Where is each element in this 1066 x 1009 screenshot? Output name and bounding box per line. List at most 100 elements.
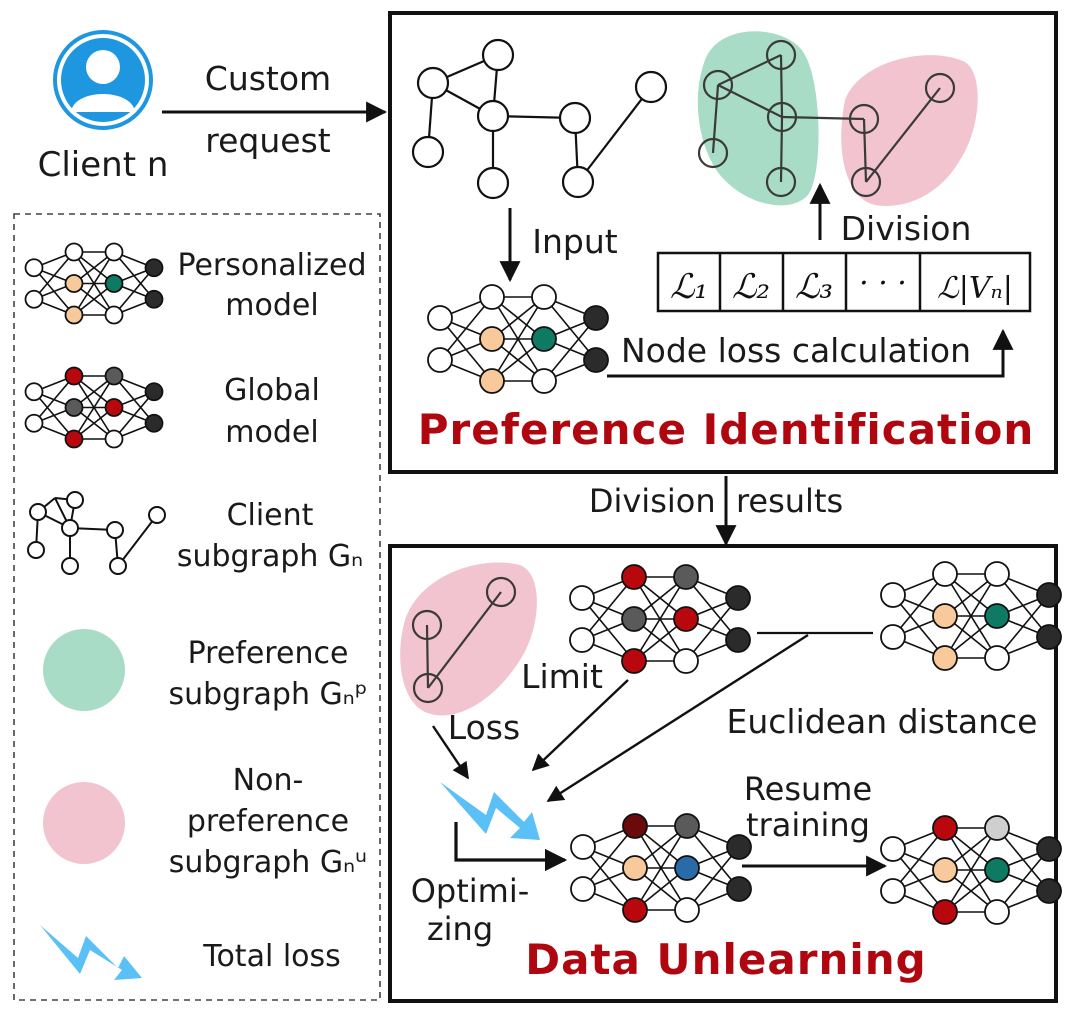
custom-request-label-2: request — [205, 121, 331, 160]
network-node — [583, 305, 609, 331]
node-loss-arrow — [607, 328, 1014, 378]
network-node — [932, 603, 958, 629]
network-node — [569, 585, 595, 611]
legend-personalized-line2: model — [225, 288, 318, 323]
network-node — [622, 897, 648, 923]
network-node — [104, 242, 124, 262]
network-node — [24, 382, 44, 402]
network-node — [1036, 582, 1062, 608]
personalized-model-network — [427, 284, 609, 394]
optimizing-label-1: Optimi- — [411, 872, 530, 910]
network-node — [984, 603, 1010, 629]
legend-preference-line2: subgraph Gₙᵖ — [168, 677, 367, 712]
network-node — [531, 368, 557, 394]
legend-client-line1: Client — [227, 498, 314, 533]
unlearn-global-model-network — [569, 564, 751, 674]
network-node — [144, 413, 164, 433]
network-node — [621, 648, 647, 674]
preference-identification-title: Preference Identification — [418, 405, 1035, 454]
network-node — [880, 878, 906, 904]
legend-global-line2: model — [225, 415, 318, 450]
network-node — [531, 326, 557, 352]
network-node — [570, 834, 596, 860]
network-node — [64, 398, 84, 417]
network-node — [725, 585, 751, 611]
data-unlearning-panel — [388, 544, 1058, 1003]
network-node — [64, 366, 84, 386]
network-node — [932, 645, 958, 671]
network-node — [932, 561, 958, 587]
legend-nonpref-line1: Non- — [233, 763, 304, 798]
preference-identification-panel — [388, 11, 1058, 474]
loss-cell-2: ℒ₂ — [732, 267, 770, 307]
network-node — [932, 899, 958, 925]
loss-label: Loss — [448, 708, 520, 747]
network-node — [479, 326, 505, 352]
resume-label-1: Resume — [744, 770, 872, 808]
data-unlearning-title: Data Unlearning — [525, 935, 926, 984]
network-node — [531, 284, 557, 310]
loss-arrow — [432, 725, 469, 780]
non-preference-subgraph-region — [841, 55, 978, 206]
network-node — [984, 561, 1010, 587]
input-label: Input — [532, 222, 618, 261]
network-node — [479, 284, 505, 310]
network-node — [984, 645, 1010, 671]
node-loss-label: Node loss calculation — [621, 331, 971, 370]
client-label: Client n — [38, 145, 169, 185]
network-node — [1036, 836, 1062, 862]
unlearn-nonpref-region — [400, 562, 537, 716]
network-node — [583, 347, 609, 373]
legend-nonpref-line3: subgraph Gₙᵘ — [169, 845, 367, 880]
network-node — [673, 606, 699, 632]
network-node — [622, 813, 648, 839]
legend-personalized-model-icon — [24, 242, 164, 325]
final-model-network — [880, 815, 1062, 925]
legend-nonpref-swatch — [43, 782, 125, 864]
network-node — [674, 813, 700, 839]
legend-personalized-line1: Personalized — [177, 248, 366, 283]
legend-client-line2: subgraph Gₙ — [177, 539, 363, 574]
network-node — [24, 413, 44, 433]
limit-arrow — [531, 679, 629, 772]
network-node — [427, 347, 453, 373]
legend-totalloss-label: Total loss — [202, 939, 341, 974]
network-node — [622, 855, 648, 881]
loss-vector — [656, 251, 1032, 313]
network-node — [64, 274, 84, 293]
network-node — [144, 258, 164, 278]
network-node — [673, 564, 699, 590]
network-node — [104, 274, 124, 293]
network-node — [674, 855, 700, 881]
network-node — [104, 398, 124, 417]
legend-preference-swatch — [43, 629, 125, 711]
network-node — [621, 564, 647, 590]
network-node — [427, 305, 453, 331]
network-node — [570, 876, 596, 902]
network-node — [880, 836, 906, 862]
network-node — [24, 258, 44, 278]
network-node — [932, 857, 958, 883]
network-node — [1036, 624, 1062, 650]
client-graph — [411, 38, 668, 200]
loss-cell-3: ℒ₃ — [795, 267, 833, 307]
network-node — [64, 305, 84, 325]
network-node — [1036, 878, 1062, 904]
limit-label: Limit — [521, 657, 603, 696]
network-node — [984, 857, 1010, 883]
legend-preference-line1: Preference — [188, 636, 349, 671]
legend-global-model-icon — [24, 366, 164, 449]
loss-cell-ellipsis: · · · — [859, 266, 907, 301]
legend-nonpref-line2: preference — [187, 804, 349, 839]
network-node — [984, 815, 1010, 841]
divided-graph — [697, 39, 956, 198]
client-avatar-icon — [53, 30, 153, 130]
network-node — [880, 624, 906, 650]
legend-client-subgraph-icon — [27, 491, 166, 575]
euclidean-distance-label: Euclidean distance — [727, 702, 1038, 741]
network-node — [64, 242, 84, 262]
legend-global-line1: Global — [224, 373, 320, 408]
loss-cell-1: ℒ₁ — [670, 267, 708, 307]
unlearn-personalized-model-network — [880, 561, 1062, 671]
